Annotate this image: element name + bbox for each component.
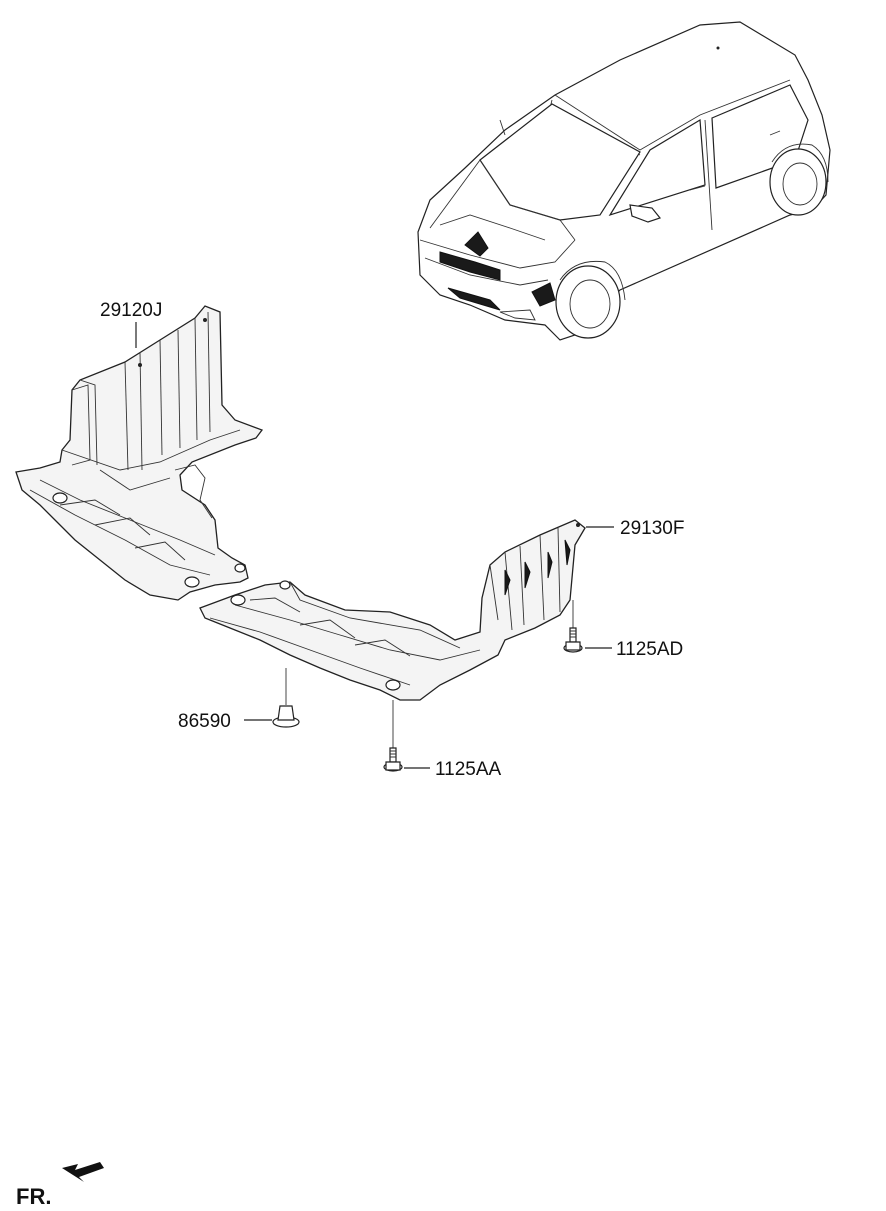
label-1125AA: 1125AA xyxy=(435,759,502,780)
clip-fastener-icon xyxy=(272,668,300,728)
front-arrow-icon xyxy=(62,1162,104,1182)
bolt-right-icon xyxy=(563,600,583,653)
label-29130F: 29130F xyxy=(620,518,684,539)
bolt-center-icon xyxy=(383,700,403,772)
front-under-cover xyxy=(15,305,264,601)
vehicle-illustration-icon xyxy=(417,21,831,341)
label-29120J: 29120J xyxy=(100,300,162,321)
front-direction-label: FR. xyxy=(16,1184,51,1209)
label-1125AD: 1125AD xyxy=(616,639,683,660)
rear-under-cover xyxy=(199,519,586,701)
label-86590: 86590 xyxy=(178,711,231,732)
